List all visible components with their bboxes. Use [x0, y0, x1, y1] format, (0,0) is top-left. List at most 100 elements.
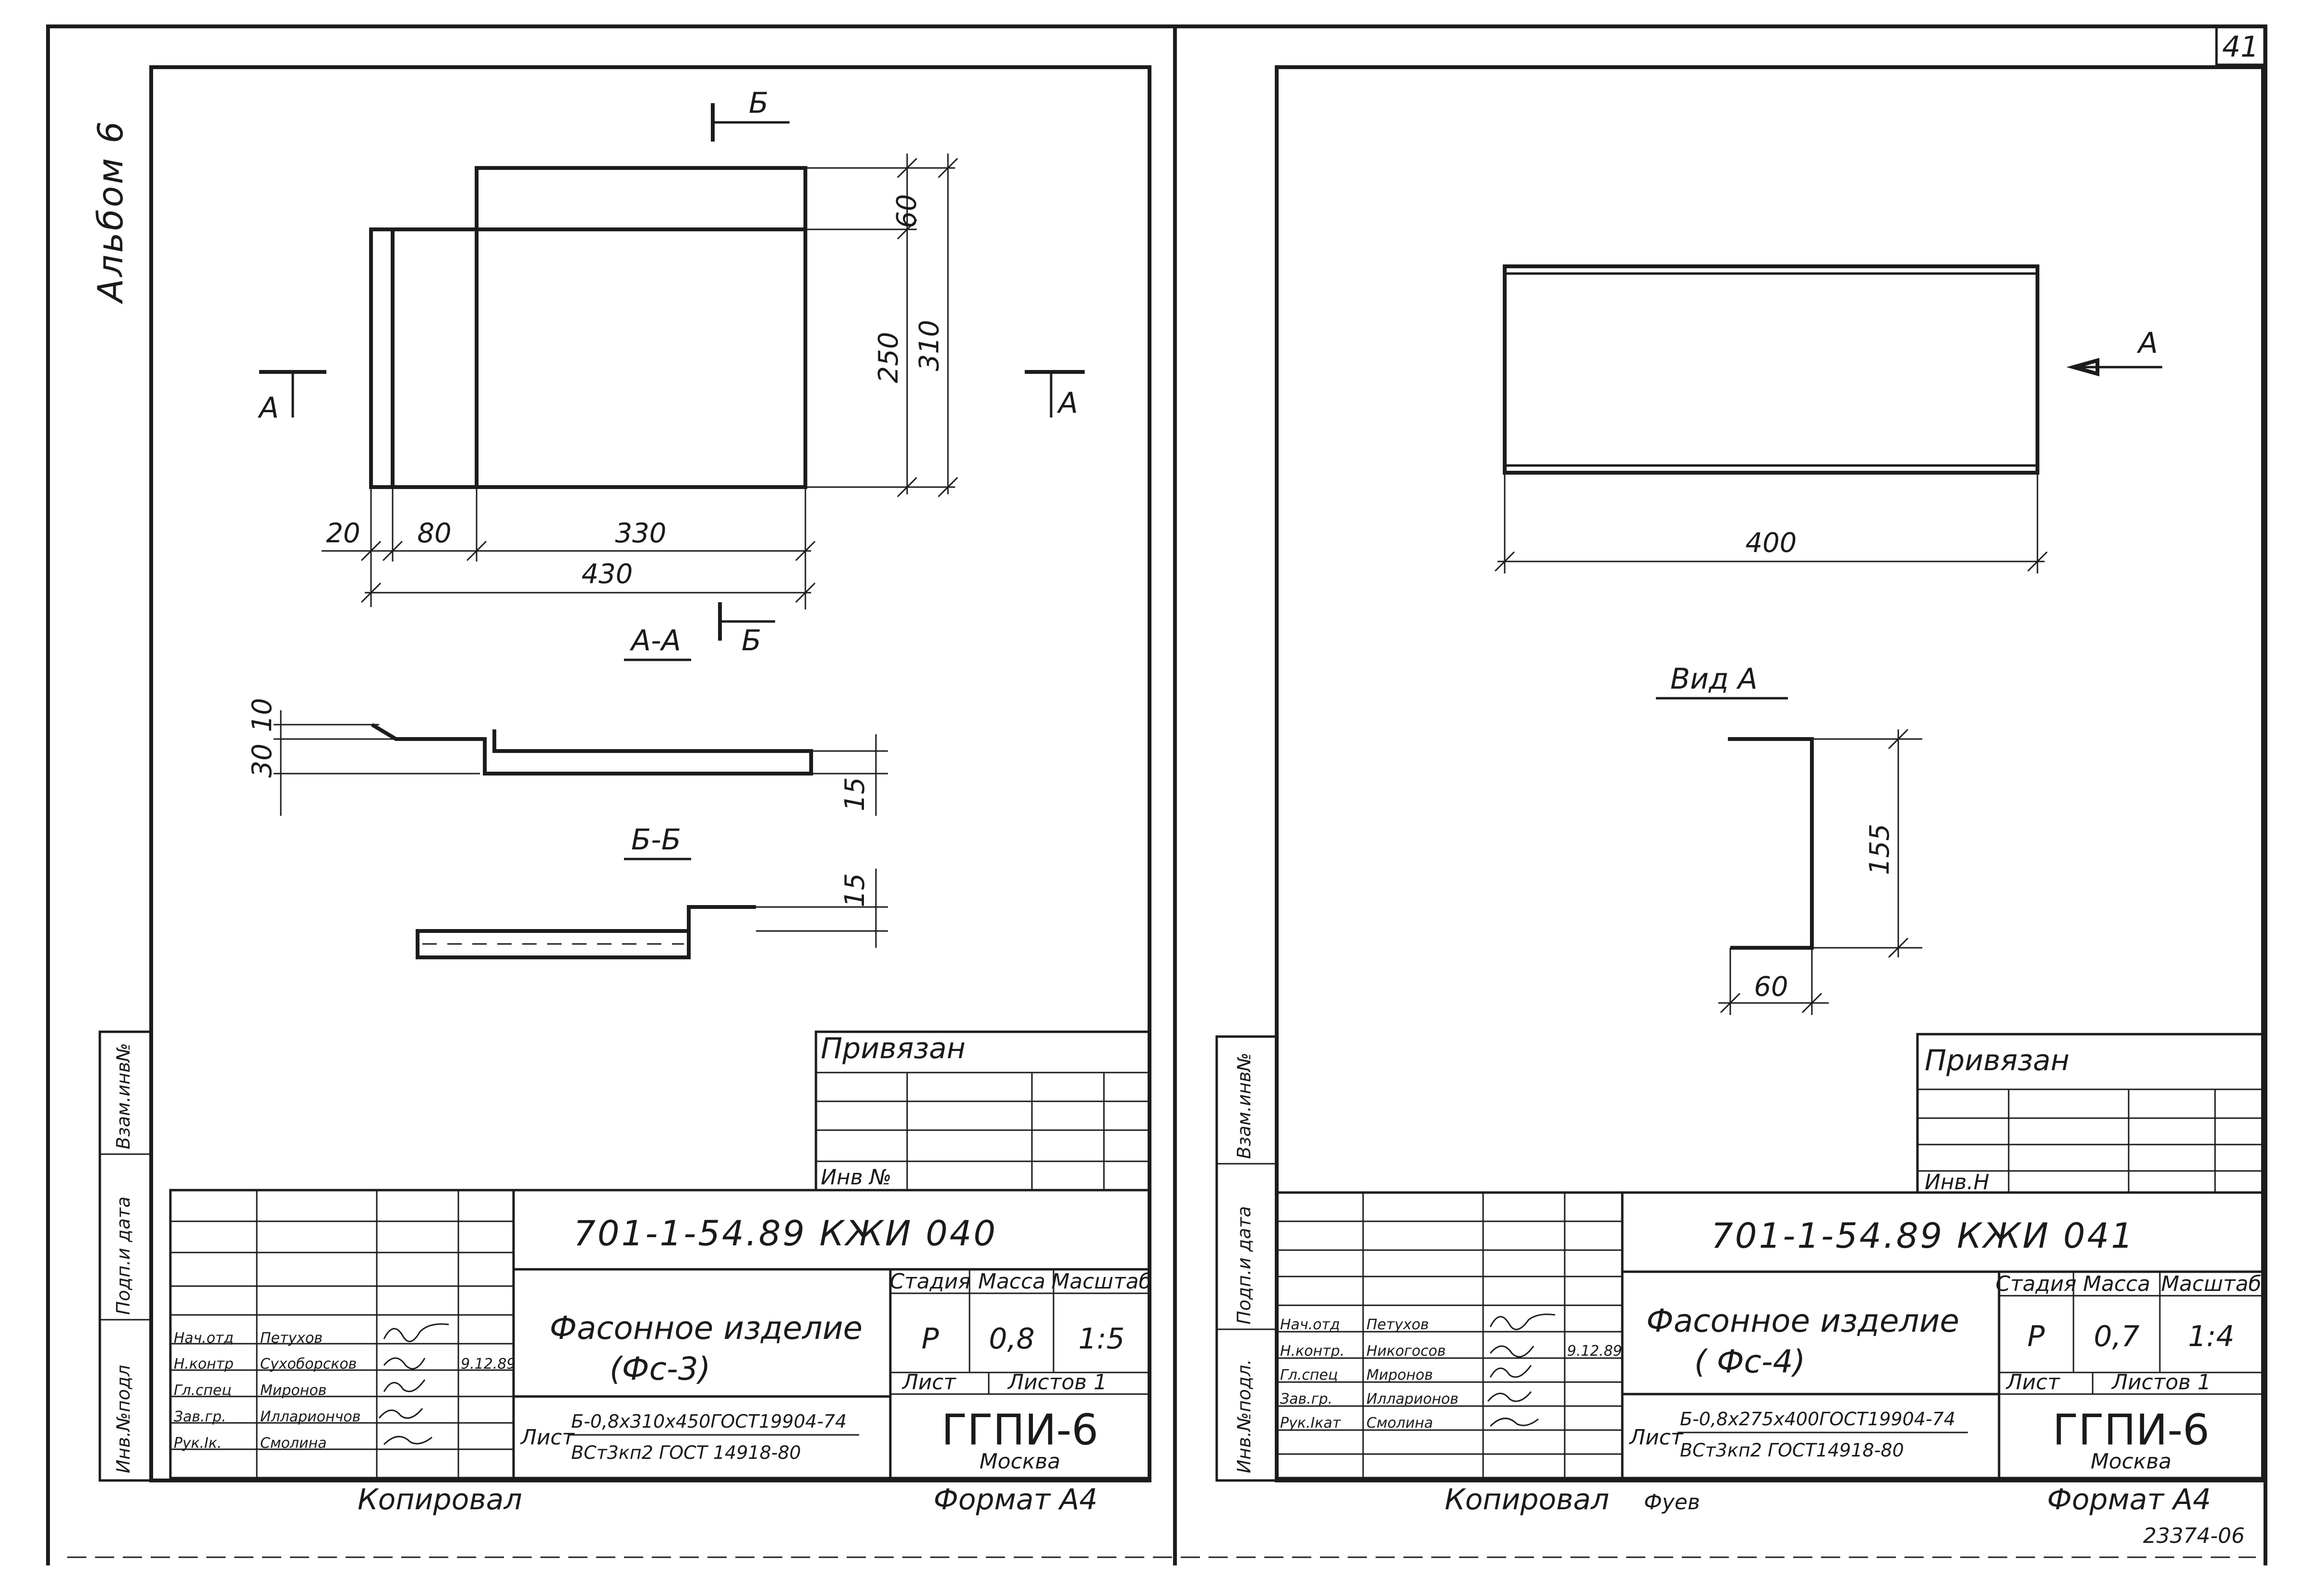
right-role-4: Зав.гр.	[1280, 1391, 1332, 1408]
right-city: Москва	[2091, 1449, 2172, 1474]
left-role-4: Зав.гр.	[174, 1408, 226, 1425]
dim-250: 250	[873, 332, 904, 383]
section-mark-b-bottom: Б	[742, 624, 761, 657]
left-material-prefix: Лист	[520, 1425, 575, 1450]
right-role-1: Нач.отд	[1280, 1316, 1340, 1333]
left-inv-no-label: Инв №	[821, 1165, 891, 1190]
dim-30: 30	[247, 743, 278, 777]
left-date: 9.12.89	[461, 1356, 516, 1372]
dim-400: 400	[1746, 527, 1797, 559]
right-side-label-2: Подп.и дата	[1234, 1206, 1255, 1324]
right-name-5: Смолина	[1366, 1415, 1433, 1432]
right-copied-label: Копировал	[1445, 1483, 1609, 1516]
right-material-line1: Б-0,8х275х400ГОСТ19904-74	[1680, 1408, 1955, 1430]
left-title-line2: (Фс-3)	[610, 1350, 710, 1387]
right-signatures	[1487, 1313, 1556, 1427]
page-number: 41	[2222, 30, 2259, 64]
section-aa-label: А-А	[629, 624, 681, 657]
right-name-3: Миронов	[1366, 1367, 1433, 1384]
left-copied-label: Копировал	[358, 1483, 522, 1516]
right-name-4: Илларионов	[1366, 1391, 1459, 1408]
right-inv-no-label: Инв.Н	[1925, 1170, 1989, 1194]
right-scale-header: Масштаб	[2161, 1272, 2261, 1296]
right-material-prefix: Лист	[1629, 1425, 1684, 1450]
left-name-4: Иллариончов	[260, 1408, 360, 1425]
dim-10: 10	[247, 698, 278, 732]
left-name-2: Сухоборсков	[260, 1356, 357, 1372]
dim-60-view: 60	[1754, 971, 1788, 1002]
left-city: Москва	[980, 1449, 1061, 1474]
right-role-2: Н.контр.	[1280, 1343, 1344, 1360]
right-drawing-frame: Инв.№подл. Подп.и дата Взам.инв№	[1215, 65, 2265, 1482]
page-number-box: 41	[2215, 25, 2266, 66]
right-org: ГГПИ-6	[2052, 1405, 2209, 1455]
left-side-label-1: Инв.№подл	[113, 1365, 134, 1473]
right-privyazan-block: Привязан Инв.Н	[1916, 1033, 2264, 1194]
left-name-3: Миронов	[260, 1382, 326, 1399]
left-sheet-label: Лист	[901, 1370, 957, 1395]
dim-80: 80	[417, 518, 451, 549]
left-material-line2: ВСт3кп2 ГОСТ 14918-80	[571, 1442, 801, 1463]
dim-330: 330	[615, 518, 667, 549]
dim-155: 155	[1864, 824, 1895, 875]
left-side-label-3: Взам.инв№	[113, 1043, 134, 1149]
right-stage: Р	[2027, 1320, 2045, 1353]
left-stage-header: Стадия	[890, 1269, 971, 1294]
left-title-line1: Фасонное изделие	[550, 1310, 863, 1347]
left-mass: 0,8	[989, 1322, 1034, 1356]
dim-430: 430	[582, 559, 633, 590]
right-format-label: Формат А4	[2047, 1483, 2211, 1516]
left-privyazan-block: Привязан Инв №	[815, 1030, 1151, 1192]
right-title-line2: ( Фс-4)	[1694, 1343, 1805, 1380]
right-mass-header: Масса	[2083, 1272, 2150, 1296]
left-signatures	[378, 1323, 449, 1445]
left-role-2: Н.контр	[174, 1356, 234, 1372]
left-scale-header: Масштаб	[1051, 1269, 1151, 1294]
dim-60: 60	[891, 194, 922, 228]
right-date: 9.12.89	[1567, 1343, 1622, 1360]
right-material-line2: ВСт3кп2 ГОСТ14918-80	[1680, 1440, 1904, 1461]
left-plan-view: 60 250 310 20 80 330 430 Б Б А А	[257, 86, 1085, 657]
left-name-1: Петухов	[260, 1330, 323, 1347]
left-doc-code: 701-1-54.89 КЖИ 040	[574, 1213, 997, 1253]
right-side-label-1: Инв.№подл.	[1234, 1359, 1255, 1473]
left-role-1: Нач.отд	[174, 1330, 234, 1347]
archive-number: 23374-06	[2143, 1524, 2245, 1548]
right-name-1: Петухов	[1366, 1316, 1429, 1333]
left-name-5: Смолина	[260, 1435, 327, 1452]
right-scale: 1:4	[2188, 1320, 2235, 1353]
left-section-bb: Б-Б 15	[416, 823, 888, 959]
left-material-line1: Б-0,8х310х450ГОСТ19904-74	[571, 1411, 847, 1432]
right-title-block: 701-1-54.89 КЖИ 041 Фасонное изделие ( Ф…	[1275, 1191, 2264, 1480]
dim-15-aa: 15	[839, 777, 871, 811]
right-role-3: Гл.спец	[1280, 1367, 1338, 1384]
left-section-aa: А-А 10 30 15	[247, 624, 888, 816]
left-title-block: 701-1-54.89 КЖИ 040 Фасонное изделие (Фс…	[169, 1189, 1152, 1480]
right-name-2: Никогосов	[1366, 1343, 1446, 1360]
left-role-5: Рук.Iк.	[174, 1435, 222, 1452]
dim-20: 20	[326, 518, 360, 549]
left-drawing-frame: Инв.№подл Подп.и дата Взам.инв№	[98, 65, 1151, 1482]
right-privyazan-label: Привязан	[1925, 1044, 2070, 1077]
left-side-label-2: Подп.и дата	[113, 1196, 134, 1315]
right-view-a: Вид А 155 60	[1656, 662, 1922, 1015]
section-mark-b-top: Б	[749, 86, 768, 120]
right-doc-code: 701-1-54.89 КЖИ 041	[1711, 1216, 2135, 1256]
left-org: ГГПИ-6	[941, 1405, 1098, 1455]
right-role-5: Рук.Iкат	[1280, 1415, 1342, 1432]
right-side-label-3: Взам.инв№	[1234, 1052, 1255, 1159]
left-sheets-label: Листов 1	[1007, 1370, 1107, 1395]
right-plan-view: 400 А	[1494, 264, 2162, 573]
right-view-arrow-label: А	[2136, 326, 2158, 360]
right-mass: 0,7	[2094, 1320, 2139, 1353]
section-bb-label: Б-Б	[631, 823, 681, 857]
right-sheets-label: Листов 1	[2111, 1370, 2211, 1395]
left-privyazan-label: Привязан	[821, 1032, 966, 1065]
left-scale: 1:5	[1078, 1322, 1125, 1356]
dim-15-bb: 15	[839, 873, 871, 907]
left-stage: Р	[922, 1322, 939, 1356]
album-label: Альбом 6	[90, 119, 131, 304]
view-a-label: Вид А	[1670, 662, 1758, 696]
right-sheet-label: Лист	[2005, 1370, 2060, 1395]
